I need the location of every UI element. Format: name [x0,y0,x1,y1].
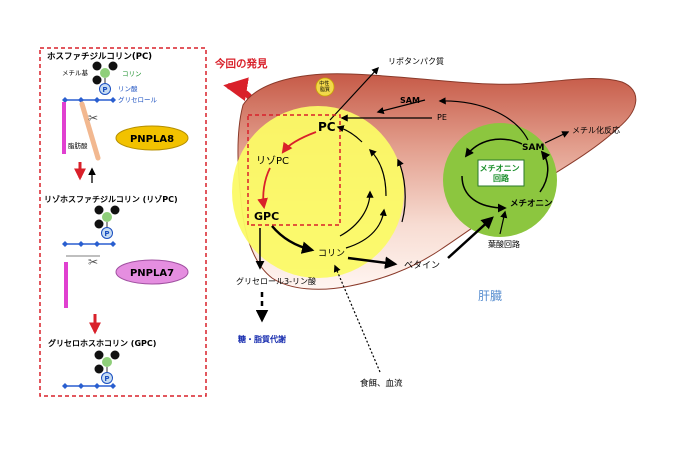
methionine-label: メチオニン [510,199,553,209]
lysopc-title: リゾホスファチジルコリン (リゾPC) [44,194,178,204]
methionine-cycle-arrow-1 [539,150,551,193]
methionine-cycle-box [477,159,525,187]
phosphate-label: リン酸 [118,84,138,93]
glycerol-backbone-2 [62,241,116,247]
neutral-lipid-label: 中性 脂質 [319,80,331,93]
food-to-choline-arrow [333,264,381,373]
highlight-box [247,114,341,226]
red-arrow-lysopc-gpc [257,167,271,210]
pe-label: PE [437,113,447,122]
discovery-label: 今回の発見 [214,57,268,70]
methyl-label: メチル基 [62,68,89,77]
methionine-cycle-line2: 回路 [493,173,510,183]
methionine-cycle-arrow-2 [464,138,523,158]
folate-to-methionine-arrow [499,210,508,235]
choline-head-icon [92,61,118,85]
pnpla8-enzyme [115,125,189,151]
gpc-title: グリセロホスホコリン (GPC) [48,338,156,348]
scissors-icon-2: ✂ [88,255,98,269]
sam-top-label: SAM [400,96,420,105]
methionine-cycle-arrow-3 [461,175,507,213]
gpc-label: GPC [254,210,279,223]
sam-right-label: SAM [522,143,544,153]
pc-title: ホスファチジルコリン(PC) [47,52,152,62]
lipoprotein-label: リポタンパク質 [388,56,444,66]
choline-to-betaine-arrow [347,256,398,269]
phosphate-icon: P [99,83,111,95]
inner-cycle-arrow-2 [397,158,406,223]
folate-cycle-label: 葉酸回路 [488,239,520,249]
fatty-acid-chain-2 [79,101,101,161]
liver-organ-label: 肝臓 [478,289,502,303]
sam-to-pe-arrow [376,99,426,115]
methionine-sam-to-top-arrow [438,97,529,141]
phosphate-icon-2: P [101,227,113,239]
glycerol-backbone-1 [62,97,116,103]
methionine-cycle-label: メチオニン 回路 [480,164,523,183]
choline-head-icon-3 [94,350,120,374]
fatty-acid-chain-1 [62,102,66,154]
p-symbol-2: P [104,230,109,238]
inner-cycle-arrow-1 [339,190,374,237]
betaine-to-methionine-arrow [447,216,494,259]
sam-to-methylation-arrow [544,131,570,144]
fatty-acid-label: 脂肪酸 [68,141,88,150]
glycerol-label: グリセロール [118,95,158,104]
scissors-icon-1: ✂ [88,111,98,125]
lysopc-label: リゾPC [256,155,289,167]
glycerol-backbone-3 [62,383,116,389]
neutral-lipid-droplet [315,77,335,97]
pc-cycle-circle [232,106,404,278]
gpc-to-choline-arrow [271,225,315,254]
p-symbol-3: P [104,375,109,383]
methylation-label: メチル化反応 [572,125,620,135]
choline-to-pc-cycle-1 [345,208,387,249]
pnpla8-label: PNPLA8 [130,134,174,145]
choline-to-pc-cycle-2 [368,148,387,197]
betaine-label: ベタイン [404,260,440,271]
choline-label: コリン [122,70,142,78]
choline-to-pc-cycle-3 [336,125,363,143]
neutral-lipid-line1: 中性 [319,80,329,87]
glycerol3p-label: グリセロール3-リン酸 [236,276,316,286]
lipoprotein-arrow [329,66,379,121]
choline-liver-label: コリン [318,249,345,259]
methionine-cycle-line1: メチオニン [480,164,520,173]
neutral-lipid-line2: 脂質 [320,86,330,93]
pc-label: PC [318,120,336,134]
left-panel-border [39,47,207,397]
phosphate-icon-3: P [101,372,113,384]
fatty-acid-chain-3 [64,262,68,308]
p-symbol-1: P [102,86,107,94]
sugar-lipid-label: 糖・脂質代謝 [238,334,286,344]
pnpla7-enzyme [115,259,189,285]
red-arrow-pc-lysopc [281,131,317,154]
food-blood-label: 食餌、血流 [360,378,403,389]
pnpla7-label: PNPLA7 [130,268,174,279]
choline-head-icon-2 [94,205,120,229]
